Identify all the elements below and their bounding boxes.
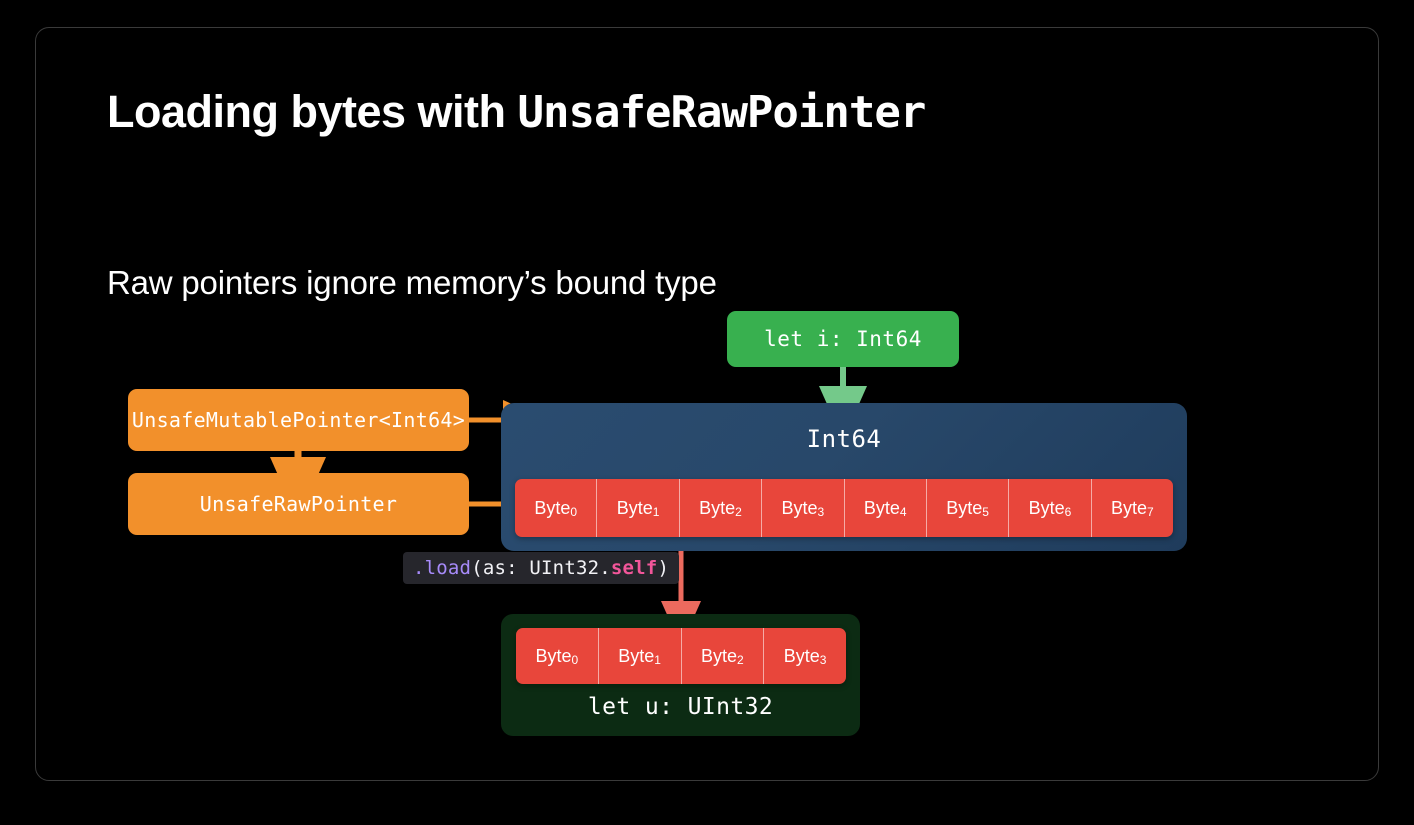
byte-cell-label: Byte: [1110, 497, 1147, 518]
byte-cell-index: 0: [571, 653, 579, 667]
unsafe-mutable-pointer-box[interactable]: UnsafeMutablePointer<Int64>: [128, 389, 469, 451]
result-box-label: let u: UInt32: [587, 694, 774, 720]
byte-cell-label: Byte: [863, 497, 900, 518]
byte-cell-index: 3: [817, 505, 825, 519]
byte-cell-index: 5: [982, 505, 989, 519]
load-call-keyword-self: self: [610, 556, 658, 579]
slide-subtitle: Raw pointers ignore memory’s bound type: [107, 264, 717, 302]
byte-cell-label: Byte: [618, 645, 655, 666]
byte-cell-label: Byte: [616, 497, 653, 518]
memory-region-type-label: Int64: [806, 425, 882, 453]
load-call-function: load: [424, 556, 472, 579]
byte-cell-index: 4: [899, 505, 907, 519]
byte-cell-index: 7: [1146, 505, 1154, 519]
byte-cell-label: Byte: [1028, 497, 1065, 518]
unsafe-mutable-pointer-label: UnsafeMutablePointer<Int64>: [131, 408, 466, 432]
byte-cell-index: 1: [654, 653, 661, 667]
declaration-box-label: let i: Int64: [764, 327, 922, 351]
load-call-dot: .: [413, 556, 425, 579]
unsafe-raw-pointer-box[interactable]: UnsafeRawPointer: [128, 473, 469, 535]
load-call-args-close: ): [657, 556, 670, 579]
slide-frame: Loading bytes with UnsafeRawPointer Raw …: [35, 27, 1379, 781]
page-title-plain: Loading bytes with: [107, 86, 518, 138]
byte-cell-label: Byte: [701, 645, 738, 666]
declaration-box-int64[interactable]: let i: Int64: [727, 311, 959, 367]
byte-cell-label: Byte: [946, 497, 983, 518]
byte-cell-label: Byte: [535, 645, 572, 666]
diagram-canvas: let i: Int64 UnsafeMutablePointer<Int64>…: [36, 28, 1380, 782]
byte-cell-label: Byte: [783, 645, 820, 666]
page-title-mono: UnsafeRawPointer: [517, 87, 927, 139]
byte-cell-index: 2: [737, 653, 744, 667]
byte-cell-index: 2: [735, 505, 742, 519]
unsafe-raw-pointer-label: UnsafeRawPointer: [199, 492, 398, 516]
byte-cell-index: 0: [570, 505, 578, 519]
byte-cell-label: Byte: [699, 497, 736, 518]
page-title: Loading bytes with UnsafeRawPointer: [107, 86, 927, 139]
load-call-code-chip[interactable]: .load(as: UInt32.self): [403, 552, 680, 584]
byte-cell-label: Byte: [534, 497, 571, 518]
byte-cell-index: 3: [819, 653, 827, 667]
byte-cell-index: 1: [652, 505, 660, 519]
byte-cell-label: Byte: [781, 497, 818, 518]
load-call-args-open: (as: UInt32.: [471, 556, 611, 579]
byte-cell-index: 6: [1064, 505, 1072, 519]
